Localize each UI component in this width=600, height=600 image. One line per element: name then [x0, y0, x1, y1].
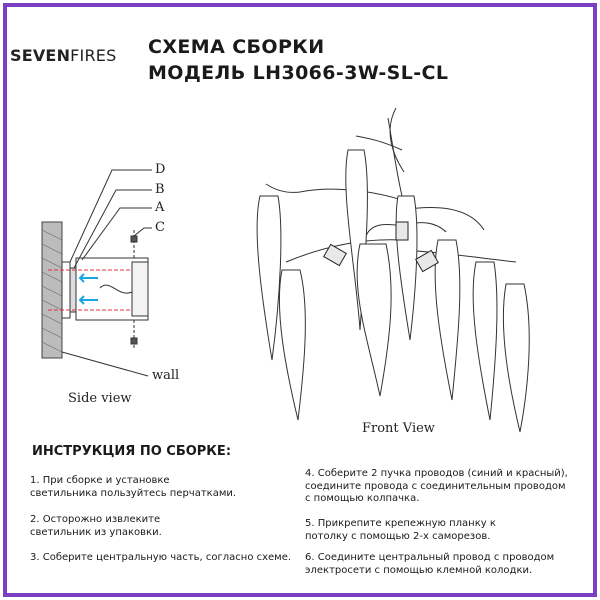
brand-logo: SEVENFIRES: [10, 46, 116, 65]
icicle-far-right: [502, 283, 530, 433]
step-4-line-1: 4. Соберите 2 пучка проводов (синий и кр…: [305, 468, 568, 479]
step-5-line-2: потолку с помощью 2-х саморезов.: [305, 530, 491, 542]
side-view-diagram: [41, 169, 152, 377]
side-wire: [99, 284, 133, 294]
branch-left-upper: [265, 183, 403, 201]
side-view-caption: Side view: [68, 391, 132, 406]
instruction-step-3: 3. Соберите центральную часть, согласно …: [30, 552, 291, 565]
leader-wall: [61, 351, 149, 377]
icicle-far-left: [256, 195, 282, 361]
lamp-sockets: [323, 221, 439, 273]
step-1-line-1: 1. При сборке и установке: [30, 475, 170, 486]
leader-C: [133, 227, 152, 237]
bracket: [69, 267, 77, 313]
step-4-line-3: с помощью колпачка.: [305, 493, 420, 505]
branch-left-lower: [285, 239, 403, 263]
socket-left: [323, 243, 347, 267]
logo-bold-part: SEVEN: [10, 46, 71, 65]
blue-arrows: [78, 273, 98, 305]
icicle-right: [472, 261, 498, 421]
icicle-center: [356, 243, 392, 397]
step-3-line-1: 3. Соберите центральную часть, согласно …: [30, 552, 292, 563]
wall-label: wall: [152, 368, 180, 383]
step-2-line-1: 2. Осторожно извлеките: [30, 514, 161, 525]
instruction-step-1: 1. При сборке и установке светильника по…: [30, 475, 236, 500]
page-title: СХЕМА СБОРКИ МОДЕЛЬ LH3066-3W-SL-CL: [148, 34, 448, 86]
icicle-right-mid: [434, 239, 461, 401]
red-screw-lines: [48, 269, 132, 311]
canopy-side: [131, 261, 149, 317]
wall-hatch: [41, 229, 63, 353]
label-C: C: [155, 220, 165, 235]
leader-D: [69, 169, 152, 263]
instructions-heading: ИНСТРУКЦИЯ ПО СБОРКЕ:: [32, 444, 232, 459]
label-A: A: [155, 200, 165, 215]
instruction-step-4: 4. Соберите 2 пучка проводов (синий и кр…: [305, 468, 568, 506]
title-line-2: МОДЕЛЬ LH3066-3W-SL-CL: [148, 62, 449, 84]
instruction-step-6: 6. Соедините центральный провод с провод…: [305, 552, 554, 577]
socket-center: [395, 221, 409, 241]
stem-twist: [389, 107, 405, 173]
step-6-line-2: электросети с помощью клемной колодки.: [305, 564, 533, 576]
instruction-step-2: 2. Осторожно извлеките светильник из упа…: [30, 514, 162, 539]
bottom-screw: [130, 320, 138, 350]
icicle-shades: [256, 149, 530, 433]
icicle-left-low: [278, 269, 306, 421]
title-line-1: СХЕМА СБОРКИ: [148, 36, 325, 58]
socket-right: [415, 249, 439, 273]
step-4-line-2: соедините провода с соединительным прово…: [305, 480, 566, 492]
step-6-line-1: 6. Соедините центральный провод с провод…: [305, 552, 555, 563]
leader-B: [73, 189, 152, 269]
step-2-line-2: светильник из упаковки.: [30, 526, 162, 538]
instruction-step-5: 5. Прикрепите крепежную планку к потолку…: [305, 518, 496, 543]
label-B: B: [155, 182, 165, 197]
front-view-diagram: [256, 107, 530, 433]
step-5-line-1: 5. Прикрепите крепежную планку к: [305, 518, 496, 529]
leader-A: [81, 207, 152, 261]
step-1-line-2: светильника пользуйтесь перчатками.: [30, 487, 237, 499]
wall-block: [41, 221, 63, 359]
logo-thin-part: FIRES: [70, 46, 117, 65]
branch-top-left: [355, 135, 403, 151]
label-D: D: [155, 162, 166, 177]
front-view-caption: Front View: [362, 421, 435, 436]
icicle-center-right: [395, 195, 418, 341]
